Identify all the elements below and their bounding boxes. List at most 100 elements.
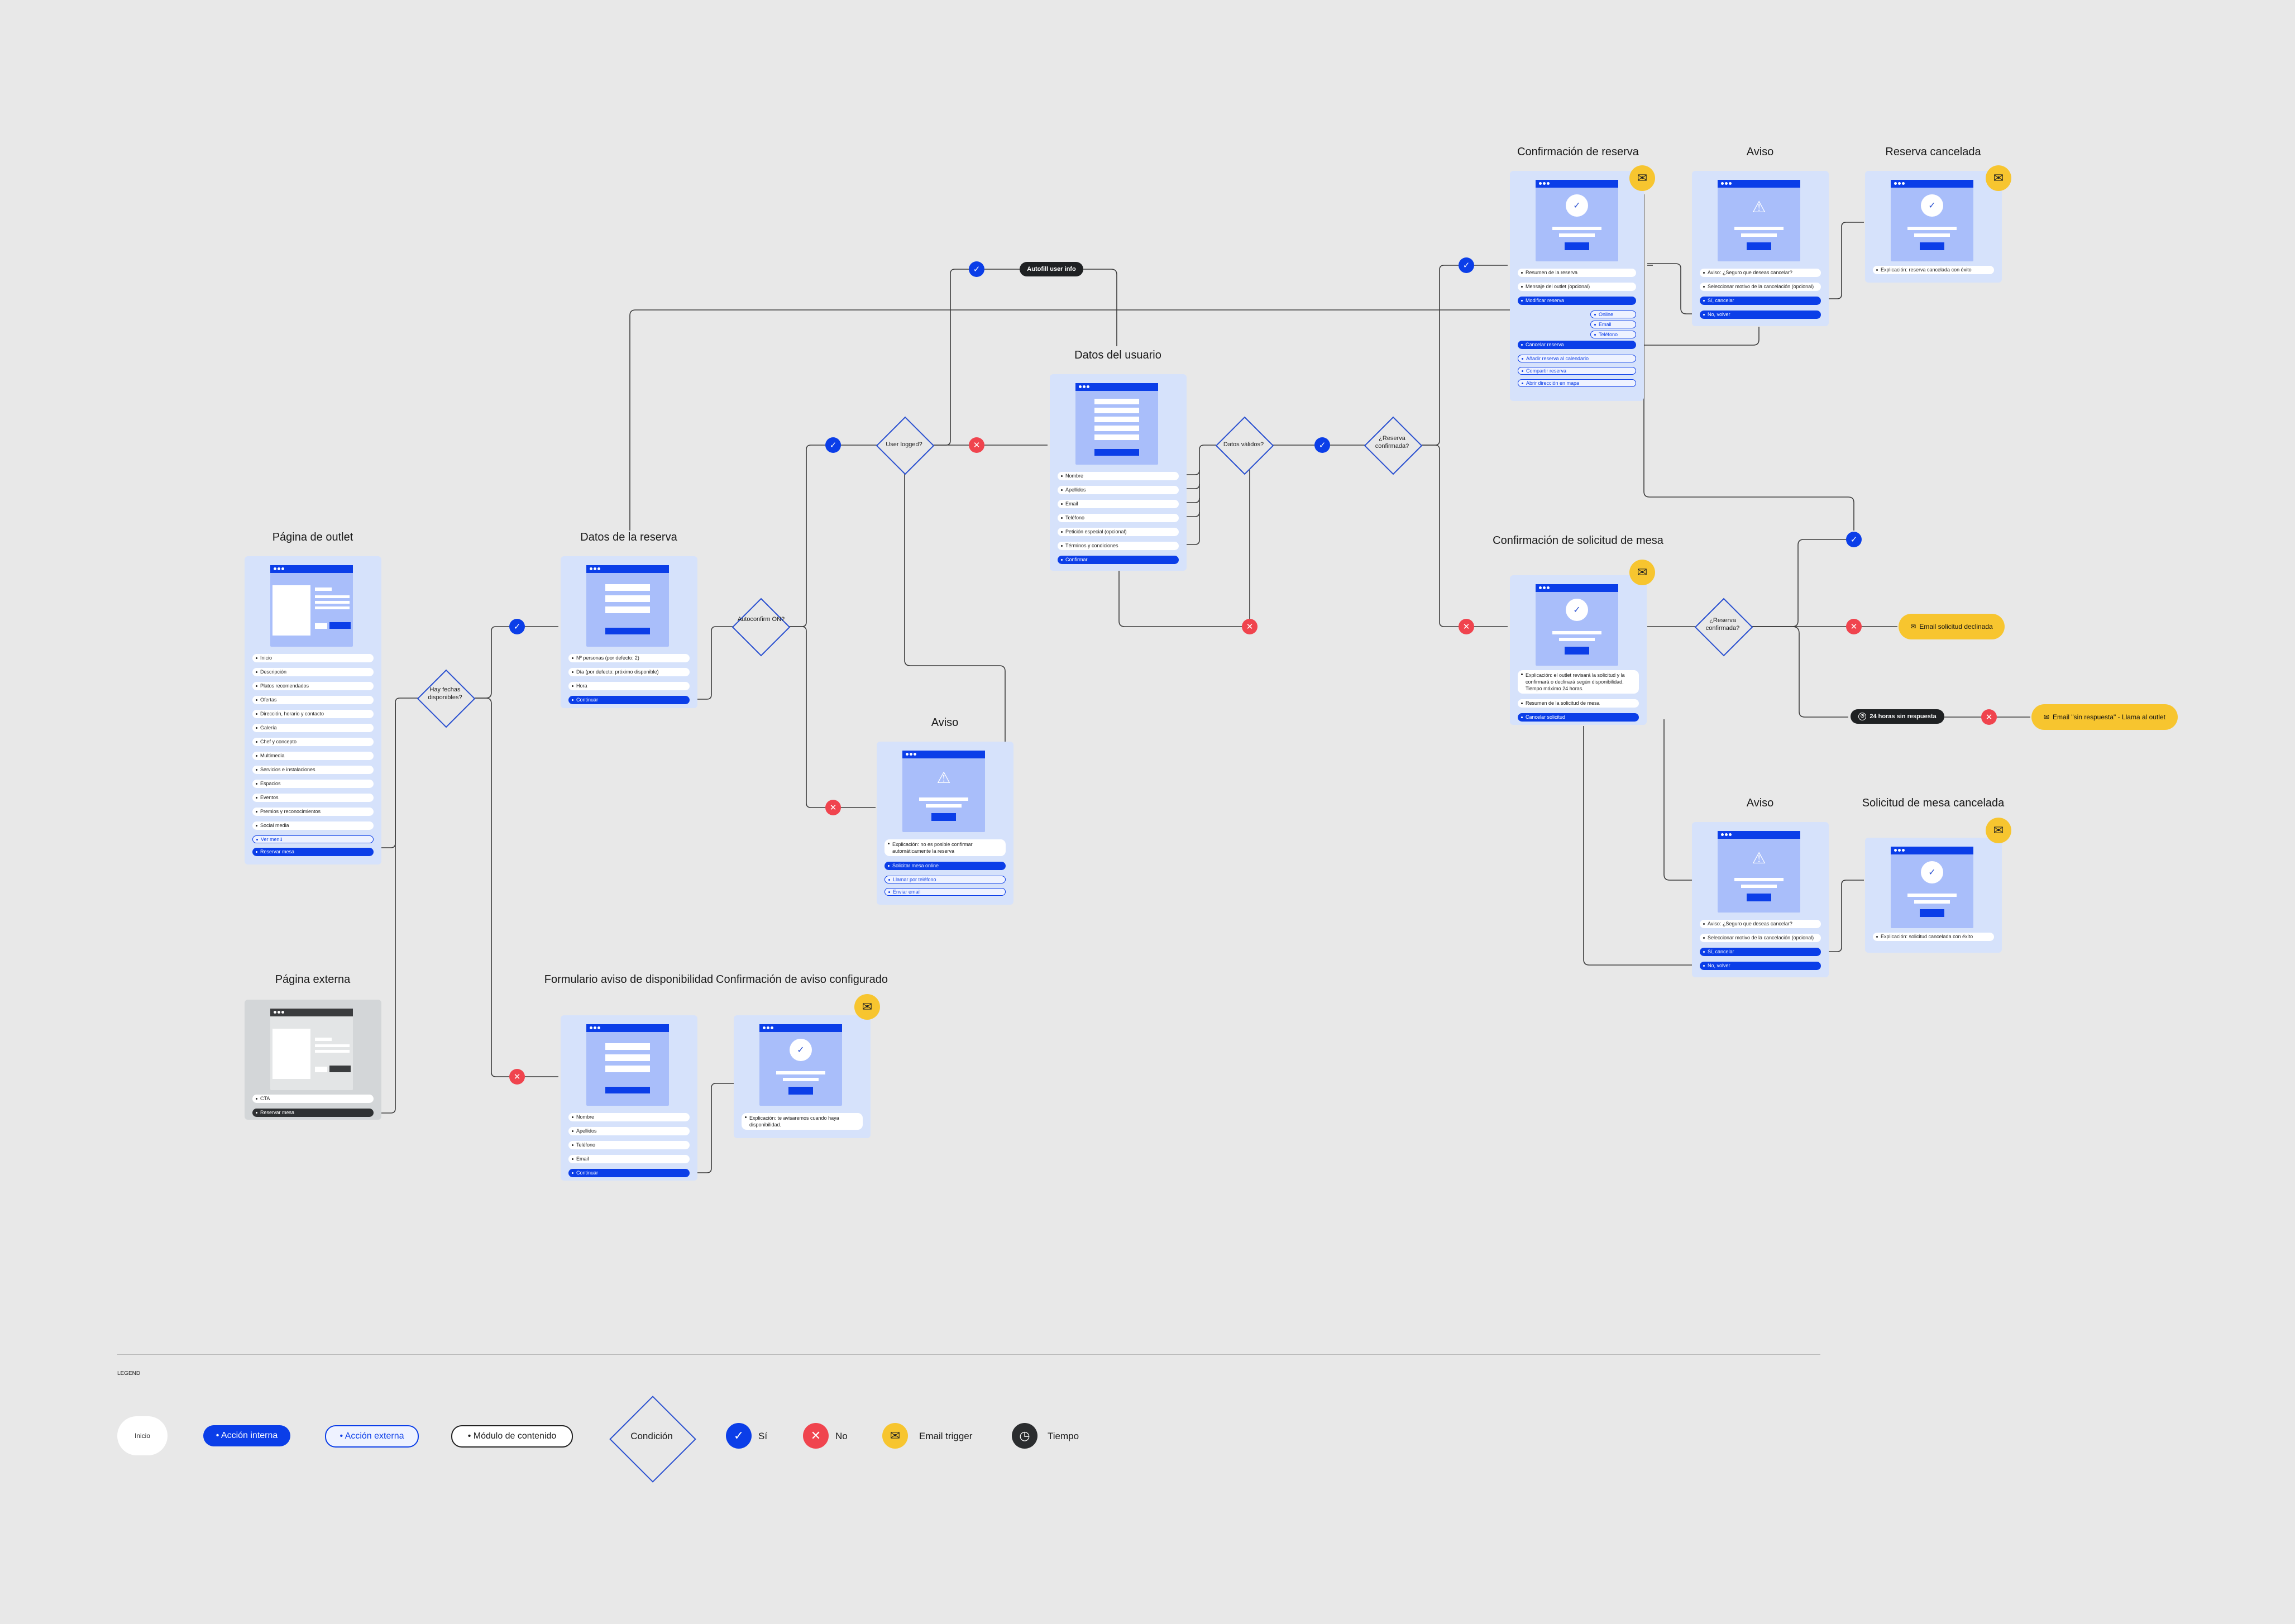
outlet-items-item: Galería xyxy=(252,724,374,732)
screen-mockup xyxy=(1075,383,1158,465)
confirm-reserva-items-item[interactable]: Teléfono xyxy=(1590,331,1636,338)
legend-accion-interna: • Acción interna xyxy=(203,1425,290,1446)
screen-aviso-top[interactable]: ⚠ Aviso: ¿Seguro que deseas cancelar?Sel… xyxy=(1692,171,1829,326)
usuario-items-item: Términos y condiciones xyxy=(1058,542,1179,550)
outlet-items-item: Multimedia xyxy=(252,752,374,760)
reserva-items-item: Día (por defecto: próximo disponible) xyxy=(568,668,690,676)
screen-datos-reserva[interactable]: Nº personas (por defecto: 2) Día (por def… xyxy=(561,556,697,708)
reserva-items-item: Nº personas (por defecto: 2) xyxy=(568,654,690,662)
confirm-reserva-items-item[interactable]: Modificar reserva xyxy=(1518,297,1636,305)
title-datos-reserva: Datos de la reserva xyxy=(580,531,677,543)
outlet-items-item: Inicio xyxy=(252,654,374,662)
screen-confirmacion-aviso[interactable]: ✓ Explicación: te avisaremos cuando haya… xyxy=(734,1015,871,1138)
screen-mockup: ⚠ xyxy=(902,751,985,832)
outlet-items-item: Chef y concepto xyxy=(252,738,374,746)
outlet-items-item[interactable]: Reservar mesa xyxy=(252,848,374,856)
screen-solicitud-cancelada[interactable]: ✓ Explicación: solicitud cancelada con é… xyxy=(1865,838,2002,953)
aviso-center-items-item: Explicación: no es posible confirmar aut… xyxy=(884,839,1006,856)
externa-items-item: CTA xyxy=(252,1095,374,1103)
legend-modulo-contenido: • Módulo de contenido xyxy=(451,1425,573,1448)
email-trigger-icon: ✉ xyxy=(1629,165,1655,191)
outlet-items-item[interactable]: Ver menú xyxy=(252,835,374,843)
confirm-reserva-items-item[interactable]: Cancelar reserva xyxy=(1518,341,1636,349)
screen-mockup xyxy=(586,565,669,647)
warning-icon: ⚠ xyxy=(1752,198,1766,216)
outlet-items-item: Ofertas xyxy=(252,696,374,704)
email-trigger-icon: ✉ xyxy=(854,994,880,1020)
usuario-items-item[interactable]: Confirmar xyxy=(1058,556,1179,564)
email-trigger-icon: ✉ xyxy=(1629,560,1655,585)
reserva-cancelada-list: Explicación: reserva cancelada con éxito xyxy=(1873,266,1994,280)
email-icon: ✉ xyxy=(2043,713,2050,721)
email-declinada-pill: ✉Email solicitud declinada xyxy=(1899,614,2005,639)
aviso-bottom-items-item[interactable]: Sí, cancelar xyxy=(1700,948,1821,956)
aviso-center-items-item[interactable]: Llamar por teléfono xyxy=(884,876,1006,883)
legend-inicio: Inicio xyxy=(117,1416,168,1455)
no-icon: ✕ xyxy=(825,800,841,815)
screen-aviso-bottom[interactable]: ⚠ Aviso: ¿Seguro que deseas cancelar?Sel… xyxy=(1692,822,1829,977)
title-solicitud-cancelada: Solicitud de mesa cancelada xyxy=(1862,797,2005,809)
externa-items-item[interactable]: Reservar mesa xyxy=(252,1109,374,1117)
solicitud-list: Explicación: el outlet revisará la solic… xyxy=(1518,670,1639,727)
screen-mockup: ✓ xyxy=(1536,584,1618,666)
solicitud-items-item[interactable]: Cancelar solicitud xyxy=(1518,713,1639,722)
solicitud-items-item: Explicación: el outlet revisará la solic… xyxy=(1518,670,1639,694)
yes-icon: ✓ xyxy=(969,261,984,277)
clock-icon: ◷ xyxy=(1012,1423,1037,1449)
screen-externa[interactable]: CTA Reservar mesa xyxy=(245,1000,381,1120)
no-icon: ✕ xyxy=(1242,619,1258,634)
title-datos-usuario: Datos del usuario xyxy=(1074,349,1161,361)
screen-confirmacion-solicitud[interactable]: ✓ Explicación: el outlet revisará la sol… xyxy=(1510,575,1647,725)
reserva-items-item: Hora xyxy=(568,682,690,690)
reserva-fields-list: Nº personas (por defecto: 2) Día (por def… xyxy=(568,654,690,710)
legend-tiempo-label: Tiempo xyxy=(1048,1431,1079,1441)
aviso-top-items-item[interactable]: No, volver xyxy=(1700,311,1821,319)
check-icon: ✓ xyxy=(1921,194,1943,217)
formulario-items-item[interactable]: Continuar xyxy=(568,1169,690,1177)
legend-accion-externa: • Acción externa xyxy=(325,1425,419,1448)
screen-reserva-cancelada[interactable]: ✓ Explicación: reserva cancelada con éxi… xyxy=(1865,171,2002,283)
formulario-items-item: Teléfono xyxy=(568,1141,690,1149)
legend-heading: LEGEND xyxy=(117,1370,141,1377)
condition-autoconfirm-label: Autoconfirm ON? xyxy=(737,616,785,623)
title-confirmacion-reserva: Confirmación de reserva xyxy=(1517,146,1639,158)
aviso-center-items-item[interactable]: Enviar email xyxy=(884,888,1006,896)
confirm-reserva-items-item[interactable]: Email xyxy=(1590,321,1636,328)
check-icon: ✓ xyxy=(1566,194,1588,217)
aviso-top-items-item[interactable]: Sí, cancelar xyxy=(1700,297,1821,305)
confirm-reserva-items-item[interactable]: Online xyxy=(1590,311,1636,318)
aviso-bottom-items-item: Aviso: ¿Seguro que deseas cancelar? xyxy=(1700,920,1821,928)
title-formulario-aviso: Formulario aviso de disponibilidad xyxy=(544,973,714,986)
usuario-items-item: Apellidos xyxy=(1058,486,1179,494)
outlet-items-item: Social media xyxy=(252,821,374,830)
confirm-reserva-items-item[interactable]: Abrir dirección en mapa xyxy=(1518,379,1636,387)
email-trigger-icon: ✉ xyxy=(882,1423,908,1449)
confirm-reserva-items-item[interactable]: Compartir reserva xyxy=(1518,367,1636,375)
aviso-bottom-items-item: Seleccionar motivo de la cancelación (op… xyxy=(1700,934,1821,942)
legend-divider xyxy=(117,1354,1820,1355)
formulario-items-item: Email xyxy=(568,1155,690,1163)
email-trigger-icon: ✉ xyxy=(1986,818,2011,843)
outlet-items-item: Dirección, horario y contacto xyxy=(252,710,374,718)
aviso-center-items-item[interactable]: Solicitar mesa online xyxy=(884,862,1006,870)
usuario-items-item: Teléfono xyxy=(1058,514,1179,522)
yes-icon: ✓ xyxy=(1314,437,1330,453)
aviso-bottom-items-item[interactable]: No, volver xyxy=(1700,962,1821,970)
screen-mockup: ✓ xyxy=(1891,180,1973,261)
reserva-items-item[interactable]: Continuar xyxy=(568,696,690,704)
image-placeholder-icon xyxy=(272,1029,310,1079)
condition-fechas-label: Hay fechas disponibles? xyxy=(428,686,462,701)
confirm-reserva-items-item[interactable]: Añadir reserva al calendario xyxy=(1518,355,1636,362)
solicitud-cancelada-items-item: Explicación: solicitud cancelada con éxi… xyxy=(1873,933,1994,941)
outlet-items-item: Platos recomendados xyxy=(252,682,374,690)
screen-mockup: ✓ xyxy=(759,1024,842,1106)
screen-aviso-center[interactable]: ⚠ Explicación: no es posible confirmar a… xyxy=(877,742,1013,905)
